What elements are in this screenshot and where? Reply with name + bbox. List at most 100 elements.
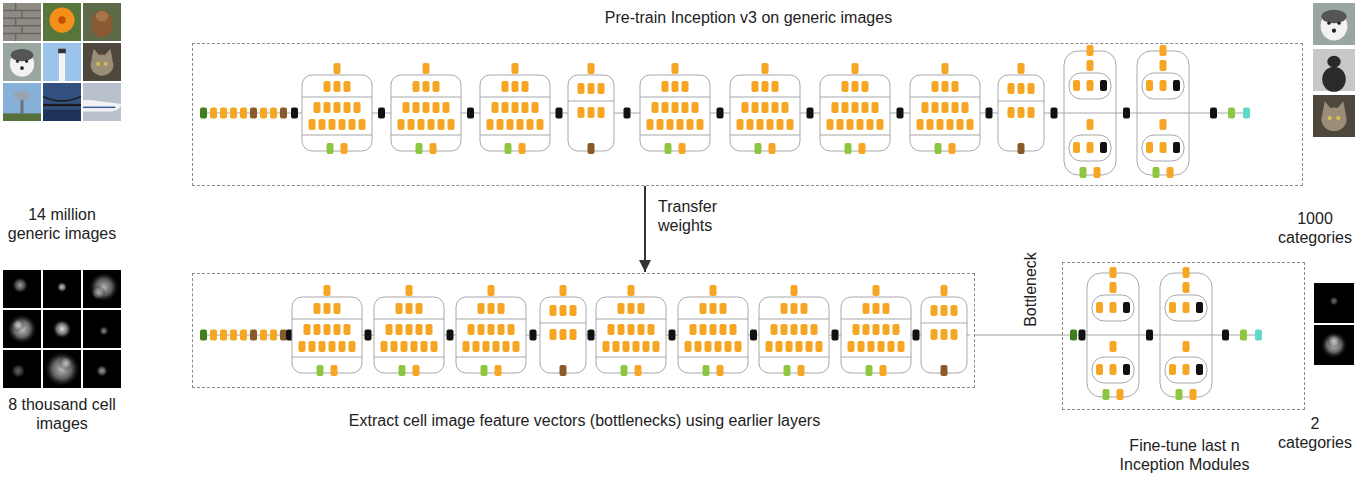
expanded-inception-module <box>1137 51 1189 175</box>
layer-block <box>720 324 727 335</box>
layer-block <box>603 341 610 352</box>
layer-block <box>742 102 749 113</box>
photo-detail <box>104 62 108 66</box>
cell-blob <box>89 272 119 302</box>
cell-background <box>43 310 81 348</box>
reduction-module <box>540 297 586 373</box>
layer-block <box>750 330 757 341</box>
layer-block <box>304 324 311 335</box>
module-divider <box>820 97 890 98</box>
layer-block <box>1018 107 1025 118</box>
layer-block <box>621 365 628 376</box>
layer-block <box>717 108 724 119</box>
cell-blob <box>52 319 72 339</box>
layer-block <box>448 119 455 130</box>
layer-block <box>949 143 956 154</box>
photo-detail <box>15 3 17 11</box>
layer-block <box>787 119 794 130</box>
photo-detail <box>20 98 23 114</box>
layer-block <box>1087 119 1094 130</box>
layer-block <box>481 365 488 376</box>
layer-block <box>883 303 890 314</box>
layer-block <box>898 341 905 352</box>
layer-block <box>1196 302 1203 313</box>
layer-block <box>250 330 257 341</box>
layer-block <box>762 63 769 74</box>
layer-block <box>344 102 351 113</box>
layer-block <box>344 324 351 335</box>
layer-block <box>806 341 813 352</box>
layer-block <box>776 341 783 352</box>
layer-block <box>669 330 676 341</box>
layer-block <box>329 341 336 352</box>
layer-block <box>1100 80 1107 91</box>
layer-block <box>483 341 490 352</box>
photo-background <box>3 3 41 41</box>
layer-block <box>752 81 759 92</box>
layer-block <box>463 341 470 352</box>
cell-image <box>83 270 121 308</box>
cell-blob <box>1327 334 1341 348</box>
module-divider <box>596 319 666 320</box>
layer-block <box>324 285 331 296</box>
layer-block <box>339 119 346 130</box>
photo-detail <box>91 10 112 37</box>
layer-block <box>512 63 519 74</box>
layer-block <box>438 119 445 130</box>
layer-block <box>378 108 385 119</box>
module-divider <box>841 357 911 358</box>
layer-block <box>319 119 326 130</box>
layer-block <box>488 303 495 314</box>
layer-block <box>710 285 717 296</box>
layer-block <box>737 119 744 130</box>
layer-block <box>690 324 697 335</box>
layer-block <box>798 365 805 376</box>
photo-detail <box>49 8 74 33</box>
layer-block <box>426 324 433 335</box>
layer-block <box>807 108 814 119</box>
layer-block <box>1255 330 1262 341</box>
cell-blob <box>99 326 109 336</box>
layer-block <box>667 119 674 130</box>
layer-block <box>1070 330 1077 341</box>
network-row <box>200 285 970 376</box>
layer-block <box>487 119 494 130</box>
dataset-label: 8 thousand cell images <box>0 395 124 433</box>
layer-block <box>512 81 519 92</box>
layer-block <box>1146 330 1153 341</box>
layer-block <box>937 119 944 130</box>
photo-thumbnail <box>1313 3 1355 45</box>
module-divider <box>759 319 829 320</box>
layer-block <box>710 324 717 335</box>
cell-image <box>1314 325 1354 365</box>
layer-block <box>1079 330 1086 341</box>
layer-block <box>416 303 423 314</box>
inception-module <box>730 75 800 151</box>
layer-block <box>1110 341 1117 352</box>
photo-detail <box>58 49 66 54</box>
cell-background <box>43 270 81 308</box>
layer-block <box>917 119 924 130</box>
layer-block <box>327 143 334 154</box>
photo-detail <box>59 53 65 82</box>
layer-block <box>381 341 388 352</box>
layer-block <box>386 324 393 335</box>
layer-block <box>505 143 512 154</box>
layer-block <box>700 303 707 314</box>
photo-thumbnail <box>43 83 81 121</box>
layer-block <box>957 119 964 130</box>
layer-block <box>1183 302 1190 313</box>
layer-block <box>334 81 341 92</box>
module-divider <box>730 135 800 136</box>
layer-block <box>413 81 420 92</box>
layer-block <box>488 324 495 335</box>
photo-thumbnail <box>3 83 41 121</box>
photo-thumbnail <box>1313 49 1355 92</box>
module-divider <box>568 101 614 102</box>
photo-detail <box>1322 67 1346 92</box>
layer-block <box>527 119 534 130</box>
cell-image <box>43 270 81 308</box>
layer-block <box>1176 389 1183 400</box>
layer-block <box>781 303 788 314</box>
layer-block <box>200 330 207 341</box>
